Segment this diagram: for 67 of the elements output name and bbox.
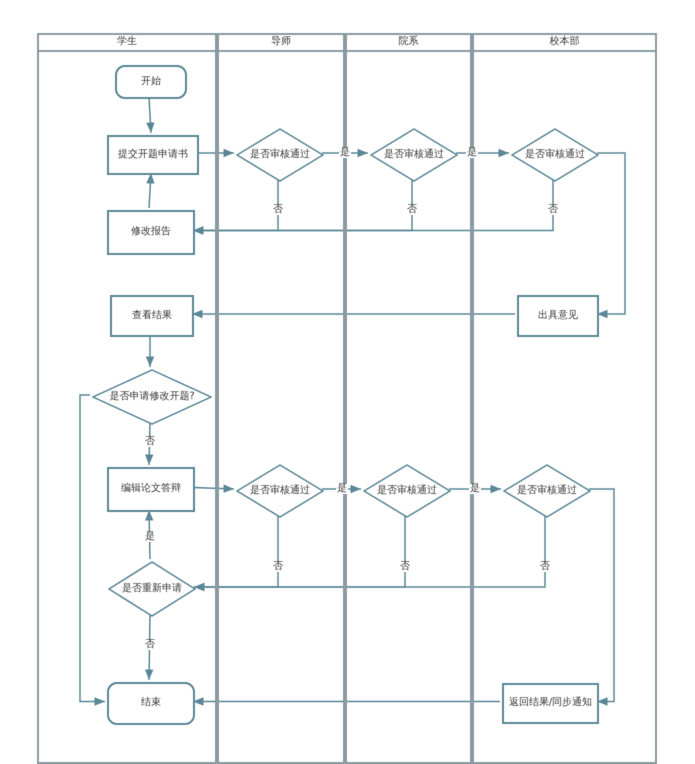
arrow [194, 516, 546, 592]
node-label: 是否审核通过 [384, 148, 444, 162]
arrow [322, 148, 368, 158]
process-box [107, 210, 195, 255]
process-box [107, 135, 199, 175]
terminal-box [115, 65, 187, 99]
process-box [107, 467, 195, 512]
edge-label: 是 [339, 148, 351, 158]
decision-diamond [108, 561, 196, 617]
node-label: 是否审核通过 [516, 484, 577, 498]
process-box [110, 295, 194, 337]
node-label: 查看结果 [132, 310, 172, 322]
decision-diamond [236, 464, 324, 518]
lane-heading: 学生 [117, 36, 137, 49]
lane-heading: 导师 [271, 36, 291, 49]
arrow [589, 488, 615, 706]
edge-label: 是 [144, 532, 156, 542]
arrow [145, 422, 154, 466]
decision-diamond [370, 128, 458, 182]
edge-label: 否 [272, 205, 284, 215]
edge-label: 否 [272, 562, 284, 572]
edge-label: 否 [406, 205, 418, 215]
node-label: 修改报告 [131, 226, 171, 239]
arrow [144, 614, 154, 680]
arrow [456, 148, 509, 158]
node-label: 是否申请修改开题? [109, 390, 195, 404]
node-label: 开始 [141, 76, 161, 88]
arrow [193, 697, 500, 706]
terminal-box [107, 682, 195, 725]
decision-diamond [92, 369, 212, 425]
node-label: 是否审核通过 [376, 484, 437, 498]
lane-heading: 校本部 [550, 36, 580, 49]
decision-diamond [503, 464, 591, 518]
decision-diamond [236, 128, 324, 182]
node-label: 提交开题申请书 [118, 148, 188, 162]
node-label: 返回结果/同步通知 [508, 697, 592, 710]
edge-label: 否 [539, 562, 551, 572]
swimlane [37, 33, 217, 764]
process-box [502, 683, 599, 724]
arrow [192, 310, 515, 318]
process-box [517, 295, 599, 337]
node-label: 编辑论文答辩 [121, 483, 181, 496]
edge-label: 是 [466, 148, 478, 158]
arrow [197, 148, 234, 158]
node-label: 出具意见 [538, 310, 578, 322]
edge-label: 否 [399, 562, 411, 572]
arrow [146, 335, 154, 367]
edge-label: 是 [336, 484, 348, 494]
node-label: 是否审核通过 [250, 484, 310, 498]
arrow [322, 484, 361, 494]
edge-label: 否 [144, 640, 156, 650]
node-label: 结束 [141, 697, 161, 710]
arrow [146, 172, 155, 208]
node-label: 是否重新申请 [122, 582, 182, 596]
arrow [146, 96, 155, 134]
node-label: 是否审核通过 [524, 148, 585, 162]
arrow [449, 484, 501, 494]
arrow [79, 394, 105, 706]
edge-label: 否 [144, 437, 156, 447]
decision-diamond [363, 464, 451, 518]
decision-diamond [511, 128, 599, 182]
lane-heading: 院系 [398, 36, 418, 49]
edge-label: 否 [547, 205, 559, 215]
node-label: 是否审核通过 [250, 148, 310, 162]
arrow [597, 152, 626, 318]
edge-label: 是 [469, 484, 481, 494]
arrow [193, 180, 554, 235]
